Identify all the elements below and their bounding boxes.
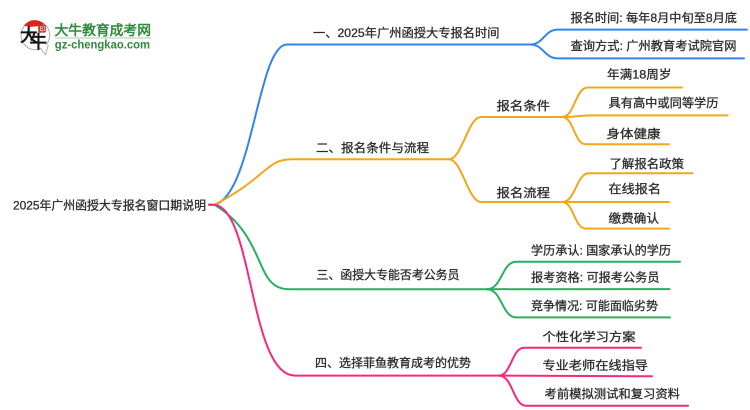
svg-text:缴费确认: 缴费确认 xyxy=(609,211,660,226)
svg-text:报考资格: 可报考公务员: 报考资格: 可报考公务员 xyxy=(531,270,660,285)
svg-text:报名时间: 每年8月中旬至8月底: 报名时间: 每年8月中旬至8月底 xyxy=(571,10,738,25)
svg-text:一、2025年广州函授大专报名时间: 一、2025年广州函授大专报名时间 xyxy=(313,25,500,40)
svg-text:2025年广州函授大专报名窗口期说明: 2025年广州函授大专报名窗口期说明 xyxy=(13,198,206,213)
svg-text:具有高中或同等学历: 具有高中或同等学历 xyxy=(609,95,719,110)
svg-text:报名条件: 报名条件 xyxy=(497,98,551,113)
svg-text:三、函授大专能否考公务员: 三、函授大专能否考公务员 xyxy=(317,267,460,282)
svg-text:大牛教育成考网: 大牛教育成考网 xyxy=(55,22,152,38)
svg-text:学历承认: 国家承认的学历: 学历承认: 国家承认的学历 xyxy=(531,243,671,258)
svg-text:印: 印 xyxy=(39,26,45,33)
svg-text:竞争情况: 可能面临劣势: 竞争情况: 可能面临劣势 xyxy=(531,299,658,313)
svg-text:身体健康: 身体健康 xyxy=(607,126,661,141)
svg-text:个性化学习方案: 个性化学习方案 xyxy=(543,329,636,344)
svg-text:牛: 牛 xyxy=(30,32,48,52)
svg-text:年满18周岁: 年满18周岁 xyxy=(607,67,672,82)
svg-text:四、选择菲鱼教育成考的优势: 四、选择菲鱼教育成考的优势 xyxy=(315,355,471,370)
svg-text:在线报名: 在线报名 xyxy=(609,181,662,196)
svg-text:二、报名条件与流程: 二、报名条件与流程 xyxy=(316,140,429,155)
svg-text:了解报名政策: 了解报名政策 xyxy=(610,156,685,171)
svg-text:gz-chengkao.com: gz-chengkao.com xyxy=(55,39,150,51)
svg-text:查询方式: 广州教育考试院官网: 查询方式: 广州教育考试院官网 xyxy=(571,38,737,53)
svg-text:大: 大 xyxy=(20,26,38,46)
svg-text:考前模拟测试和复习资料: 考前模拟测试和复习资料 xyxy=(545,386,681,401)
svg-text:专业老师在线指导: 专业老师在线指导 xyxy=(543,358,649,373)
svg-text:报名流程: 报名流程 xyxy=(497,185,551,200)
